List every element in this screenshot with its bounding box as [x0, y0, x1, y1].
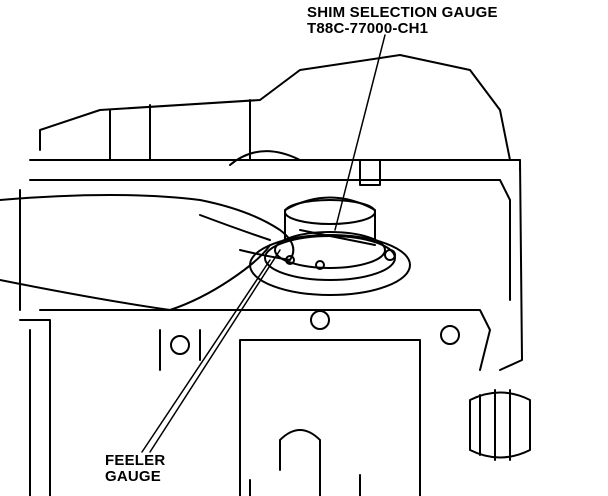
leader-lines [141, 34, 386, 453]
hand [0, 194, 295, 311]
label-line: T88C-77000-CH1 [307, 20, 429, 37]
feeler-gauge-label: FEELER GAUGE [105, 453, 165, 485]
output-shaft [469, 389, 531, 461]
case-housing [19, 54, 523, 496]
label-line: GAUGE [105, 468, 162, 485]
shim-selection-gauge-assembly [249, 196, 411, 296]
shim-selection-gauge-label: SHIM SELECTION GAUGE T88C-77000-CH1 [307, 5, 498, 37]
label-line: FEELER [105, 452, 166, 469]
label-line: SHIM SELECTION GAUGE [307, 4, 498, 21]
